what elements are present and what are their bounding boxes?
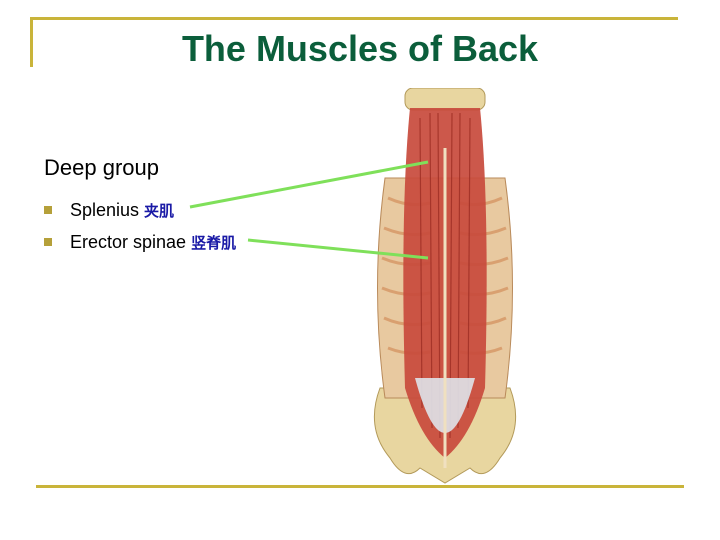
list-item: Splenius 夹肌 [44, 194, 236, 226]
item-chinese-label: 夹肌 [144, 201, 175, 220]
bullet-list: Splenius 夹肌 Erector spinae 竖脊肌 [44, 194, 236, 258]
slide-title: The Muscles of Back [181, 28, 539, 69]
list-item: Erector spinae 竖脊肌 [44, 226, 236, 258]
item-chinese-label: 竖脊肌 [191, 233, 237, 252]
section-heading: Deep group [44, 155, 159, 180]
frame-top-rule [30, 17, 678, 20]
back-muscles-illustration [373, 88, 517, 484]
item-label: Erector spinae [70, 231, 187, 252]
frame-bottom-rule [36, 485, 684, 488]
square-bullet-icon [44, 238, 52, 246]
frame-left-rule [30, 17, 33, 67]
square-bullet-icon [44, 206, 52, 214]
item-label: Splenius [70, 199, 140, 220]
